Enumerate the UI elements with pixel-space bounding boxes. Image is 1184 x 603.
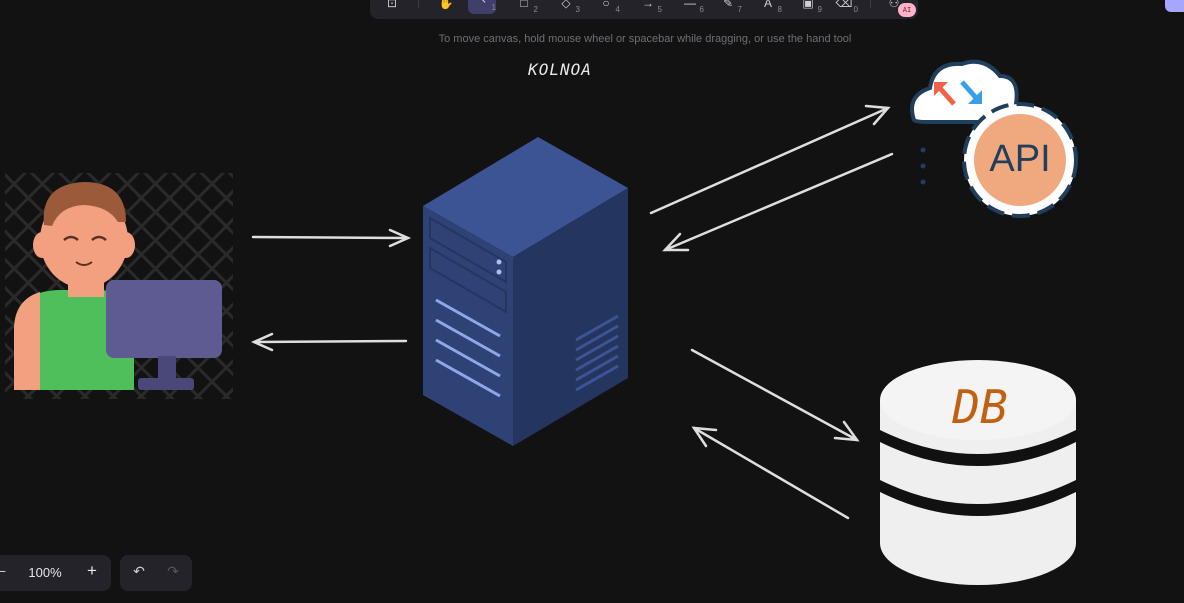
cloud-icon bbox=[910, 59, 1019, 124]
gear-center bbox=[974, 114, 1066, 206]
arrow-db-to-server[interactable] bbox=[691, 426, 850, 520]
api-illustration[interactable] bbox=[910, 59, 1078, 218]
connector-arrows bbox=[250, 104, 894, 520]
user-ear-left bbox=[33, 232, 51, 258]
tool-shortcut: 5 bbox=[657, 5, 662, 14]
line-tool[interactable]: —6 bbox=[676, 0, 704, 16]
tool-shortcut: 4 bbox=[615, 5, 620, 14]
selection-tool[interactable]: ↖1 bbox=[468, 0, 496, 14]
text-icon: A bbox=[763, 0, 772, 10]
library-button[interactable] bbox=[1165, 0, 1184, 12]
user-eye-left bbox=[63, 235, 79, 241]
zoom-in-button[interactable]: + bbox=[87, 561, 97, 580]
eraser-tool[interactable]: ⌫0 bbox=[830, 0, 858, 16]
toolbar-separator bbox=[870, 0, 871, 8]
main-toolbar: ⊡✋↖1□2◇3○4→5—6✎7A8▣9⌫0⚇AI bbox=[370, 0, 918, 19]
image-tool[interactable]: ▣9 bbox=[794, 0, 822, 16]
user-illustration[interactable] bbox=[5, 173, 233, 399]
user-ear-right bbox=[117, 232, 135, 258]
history-controls: ↶ ↷ bbox=[120, 555, 192, 591]
zoom-level[interactable]: 100% bbox=[28, 565, 62, 580]
diamond-tool[interactable]: ◇3 bbox=[552, 0, 580, 16]
server-vents bbox=[575, 314, 619, 392]
database-illustration[interactable] bbox=[880, 360, 1076, 585]
user-arm bbox=[14, 292, 40, 390]
redo-button[interactable]: ↷ bbox=[167, 563, 179, 579]
rectangle-tool[interactable]: □2 bbox=[510, 0, 538, 16]
arrow-tool[interactable]: →5 bbox=[634, 0, 662, 16]
toolbar-separator bbox=[418, 0, 419, 8]
arrow-user-to-server[interactable] bbox=[251, 228, 412, 248]
arrow-icon: → bbox=[642, 0, 654, 10]
arrow-server-to-user[interactable] bbox=[250, 332, 408, 352]
tool-shortcut: 9 bbox=[817, 5, 822, 14]
tool-shortcut: 1 bbox=[491, 3, 496, 12]
monitor-base bbox=[138, 378, 194, 390]
undo-button[interactable]: ↶ bbox=[133, 563, 145, 579]
user-eye-right bbox=[91, 235, 107, 241]
api-label: API bbox=[989, 138, 1051, 180]
line-icon: — bbox=[684, 0, 696, 10]
hand-icon: ✋ bbox=[438, 0, 454, 10]
diamond-icon: ◇ bbox=[561, 0, 571, 10]
user-hair bbox=[43, 182, 126, 226]
server-led bbox=[496, 259, 502, 265]
image-icon: ▣ bbox=[802, 0, 814, 10]
db-top bbox=[880, 360, 1076, 440]
db-stripe bbox=[880, 480, 1076, 516]
arrow-server-to-api[interactable] bbox=[649, 104, 891, 215]
zoom-controls: − 100% + bbox=[0, 555, 111, 591]
draw-tool[interactable]: ✎7 bbox=[714, 0, 742, 16]
lock-icon: ⊡ bbox=[386, 0, 398, 10]
tool-shortcut: 2 bbox=[533, 5, 538, 14]
ai-badge[interactable]: AI bbox=[898, 3, 916, 17]
tool-shortcut: 6 bbox=[699, 5, 704, 14]
canvas-hint: To move canvas, hold mouse wheel or spac… bbox=[438, 33, 852, 45]
shapes-icon: ⚇ bbox=[888, 0, 900, 10]
user-face bbox=[40, 192, 128, 288]
tool-shortcut: 0 bbox=[853, 5, 858, 14]
server-led bbox=[496, 269, 502, 275]
more-tools[interactable]: ⚇ bbox=[880, 0, 908, 16]
zoom-out-button[interactable]: − bbox=[0, 563, 7, 579]
db-label: DB bbox=[952, 380, 1008, 434]
monitor-stand bbox=[158, 356, 176, 382]
ellipse-tool[interactable]: ○4 bbox=[592, 0, 620, 16]
tool-shortcut: 3 bbox=[575, 5, 580, 14]
server-top bbox=[423, 137, 628, 257]
arrow-server-to-db[interactable] bbox=[690, 348, 860, 442]
server-front-grid bbox=[429, 216, 507, 314]
pencil-icon: ✎ bbox=[722, 0, 734, 10]
monitor-icon bbox=[106, 280, 222, 358]
hand-tool[interactable]: ✋ bbox=[432, 0, 460, 16]
tool-shortcut: 7 bbox=[737, 5, 742, 14]
tool-shortcut: 8 bbox=[777, 5, 782, 14]
diagram-title[interactable]: KOLNOA bbox=[528, 60, 592, 79]
arrow-api-to-server[interactable] bbox=[662, 152, 894, 252]
user-shirt bbox=[14, 290, 134, 390]
user-mouth bbox=[75, 261, 93, 266]
ellipse-icon: ○ bbox=[602, 0, 610, 10]
db-stripe bbox=[880, 430, 1076, 466]
cursor-icon: ↖ bbox=[477, 0, 487, 6]
rectangle-icon: □ bbox=[520, 0, 528, 10]
lock-tool[interactable]: ⊡ bbox=[378, 0, 406, 16]
eraser-icon: ⌫ bbox=[835, 0, 853, 10]
server-illustration[interactable] bbox=[423, 137, 628, 446]
server-drive-slots bbox=[435, 298, 501, 398]
server-side bbox=[513, 188, 628, 446]
server-front bbox=[423, 206, 513, 446]
